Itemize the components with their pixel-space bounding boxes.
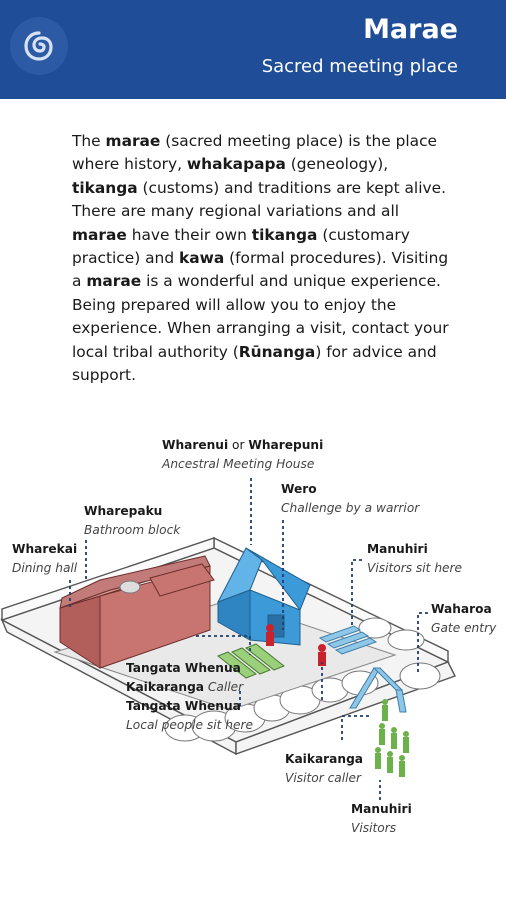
wharenui-building xyxy=(216,547,311,646)
intro-paragraph: The marae (sacred meeting place) is the … xyxy=(72,132,449,385)
label-wharenui: Wharenui or Wharepuni Ancestral Meeting … xyxy=(162,438,324,471)
term-whakapapa: whakapapa xyxy=(186,155,286,174)
host-people xyxy=(266,624,326,666)
term-tikanga: tikanga xyxy=(72,178,138,197)
visitor-seats xyxy=(318,625,378,655)
term-marae: marae xyxy=(72,225,127,244)
term-kawa: kawa xyxy=(178,249,225,268)
term-runanga: Rūnanga xyxy=(238,342,316,361)
host-seats xyxy=(217,643,285,679)
term-marae: marae xyxy=(105,132,161,150)
app-header: Marae Sacred meeting place xyxy=(0,0,506,99)
leader-lines xyxy=(69,478,428,800)
term-tikanga: tikanga xyxy=(251,225,318,244)
page-subtitle: Sacred meeting place xyxy=(261,56,458,77)
waharoa-gate xyxy=(349,667,407,713)
wharekai-building xyxy=(59,555,215,669)
label-tangata-whenua: Tangata Whenua Kaikaranga Caller Tangata… xyxy=(126,661,253,732)
page-title: Marae xyxy=(363,14,458,45)
marae-diagram: Wharenui or Wharepuni Ancestral Meeting … xyxy=(0,430,506,860)
term-marae: marae xyxy=(86,272,142,291)
visitor-people xyxy=(375,699,409,777)
home-button[interactable] xyxy=(10,17,68,75)
marae-illustration xyxy=(0,478,456,800)
koru-spiral-icon xyxy=(24,31,53,61)
